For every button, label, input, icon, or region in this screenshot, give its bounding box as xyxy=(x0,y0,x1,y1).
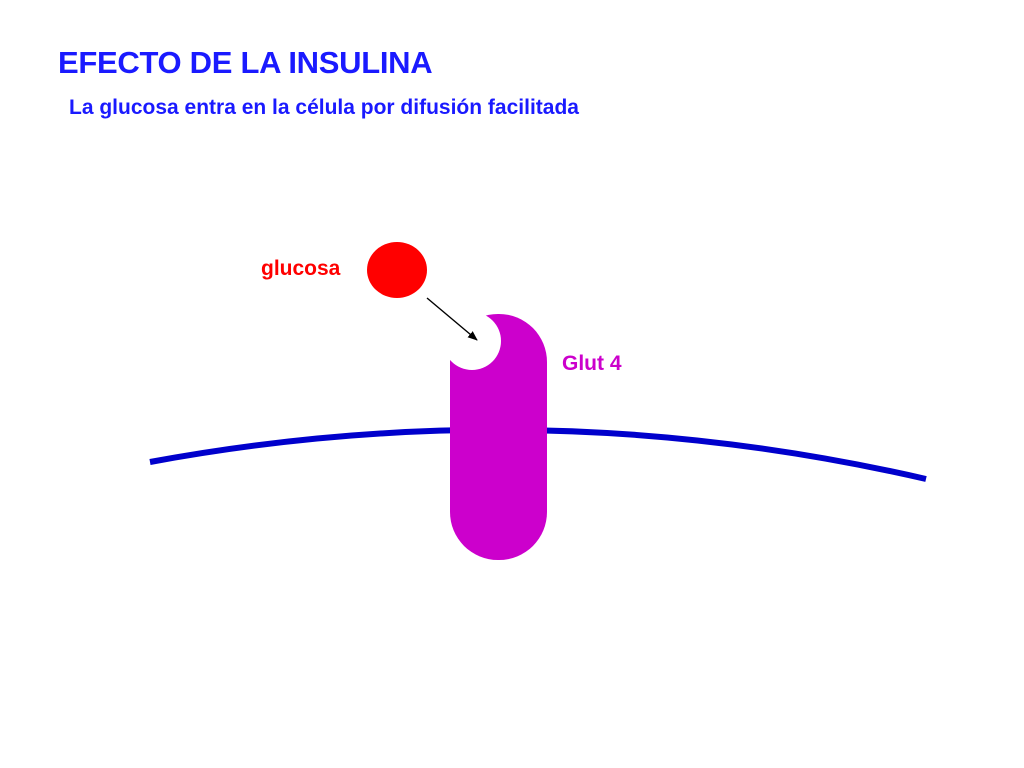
glut4-label: Glut 4 xyxy=(562,352,622,375)
glucose-label: glucosa xyxy=(261,257,341,280)
entry-arrow xyxy=(426,297,478,341)
glut4-binding-site xyxy=(443,312,501,370)
slide-subtitle: La glucosa entra en la célula por difusi… xyxy=(69,96,579,119)
glut4-transporter xyxy=(450,314,547,560)
slide-title: EFECTO DE LA INSULINA xyxy=(58,45,433,80)
glucose-molecule xyxy=(367,242,427,298)
